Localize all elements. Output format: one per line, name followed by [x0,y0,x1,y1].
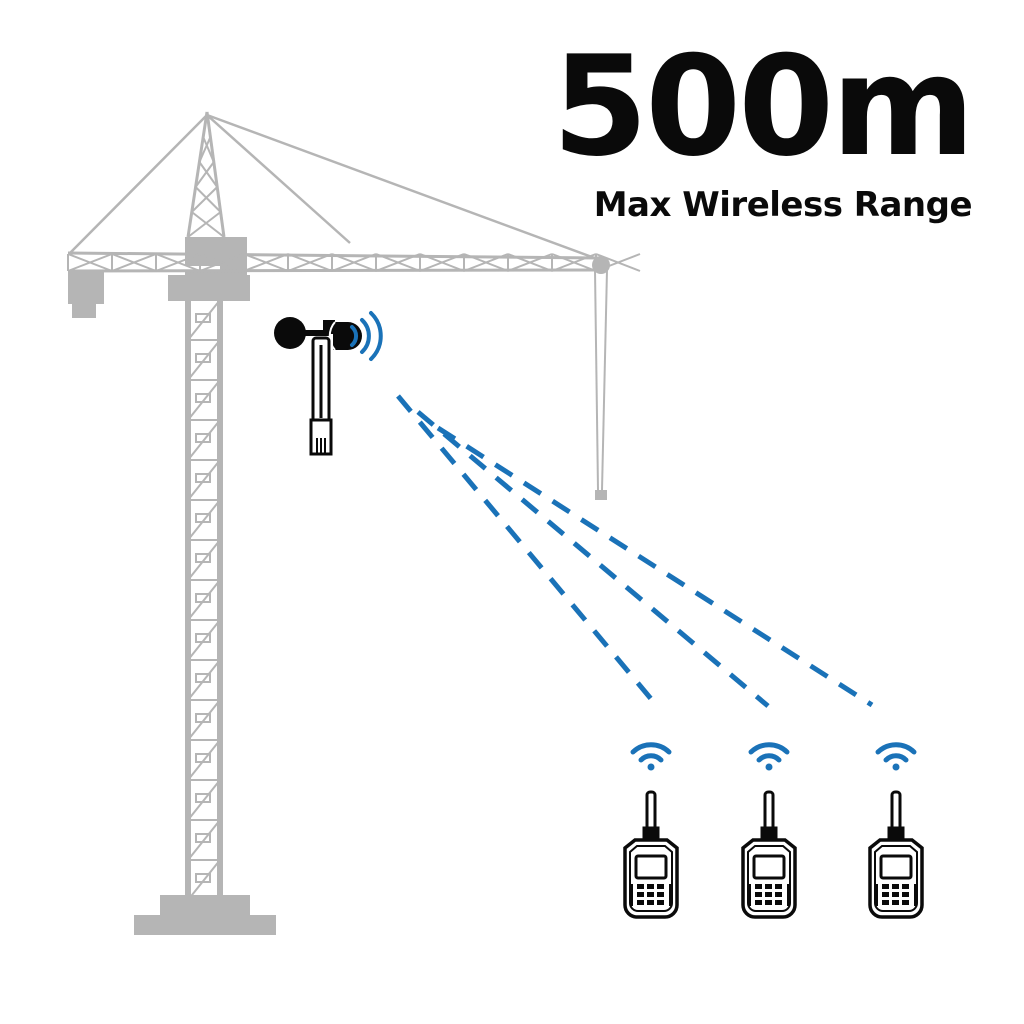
crane-hook [595,490,607,500]
handheld-receiver-icon [623,790,679,919]
range-value: 500m [552,26,975,187]
crane-counterweight [68,272,104,304]
receiver-unit [623,742,679,919]
transmitter-signal-icon [350,311,383,361]
wifi-icon [875,742,917,771]
crane-cab [168,275,250,301]
receiver-unit [868,742,924,919]
wifi-icon [630,742,672,771]
crane-hoist-rope [594,269,599,491]
signal-beam-2 [416,410,770,708]
range-headline: 500m Max Wireless Range [552,26,975,225]
receivers-group [623,742,924,919]
anemometer-icon [274,317,362,456]
handheld-receiver-icon [741,790,797,919]
receiver-unit [741,742,797,919]
signal-beams [396,394,874,708]
crane-base [160,895,250,917]
signal-beam-1 [396,394,654,702]
handheld-receiver-icon [868,790,924,919]
wifi-icon [748,742,790,771]
tower-crane-icon [67,111,641,935]
signal-beam-3 [436,425,874,708]
range-label: Max Wireless Range [593,185,973,225]
